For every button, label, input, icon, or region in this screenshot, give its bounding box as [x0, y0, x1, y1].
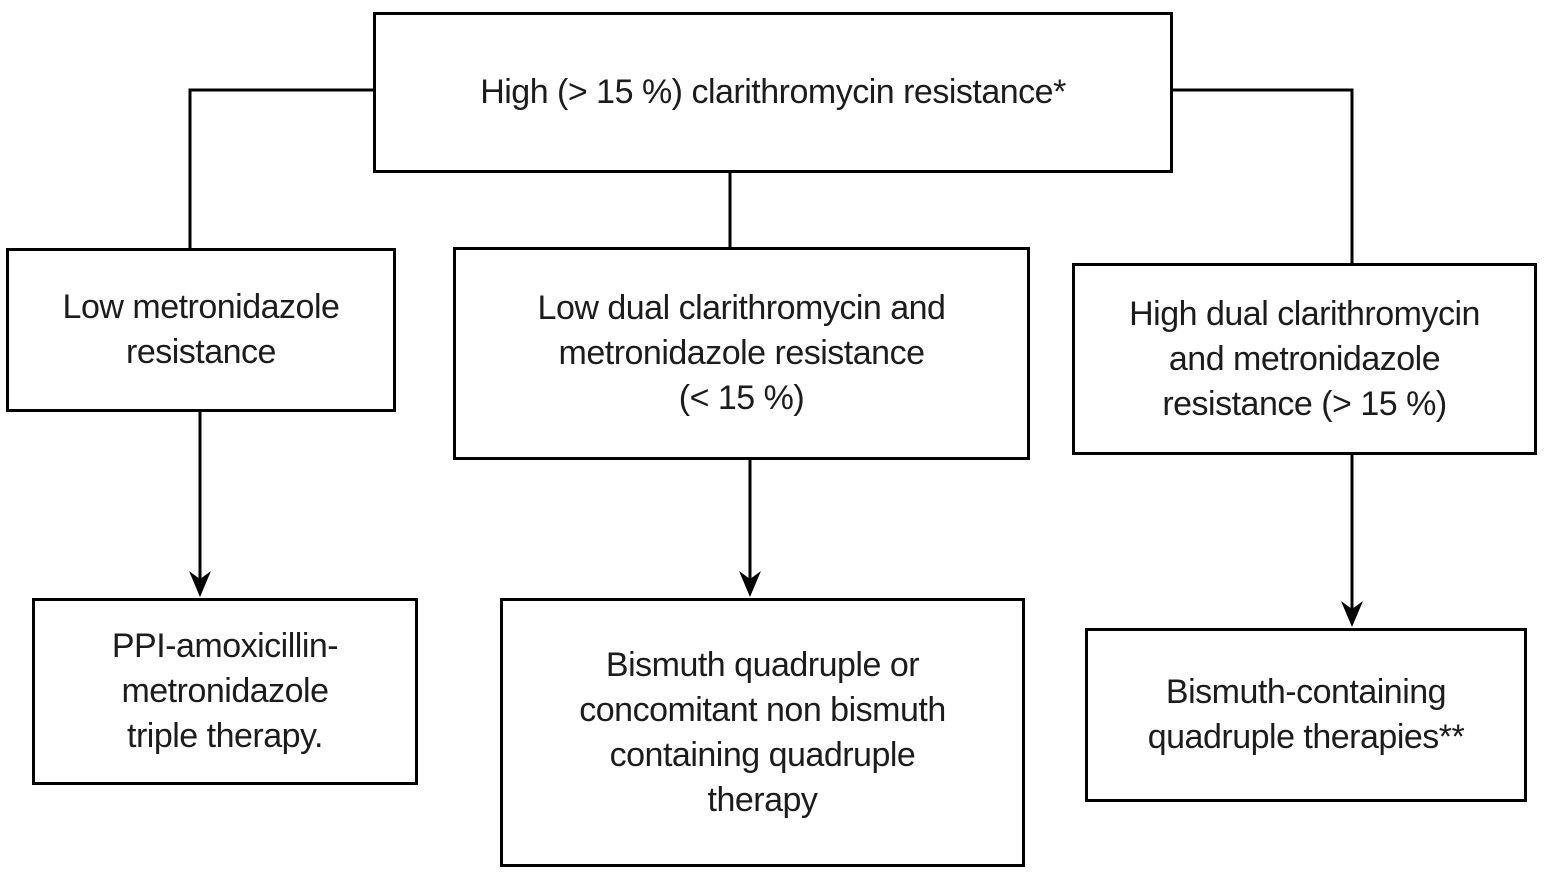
arrowhead-triple-therapy	[189, 571, 211, 597]
node-label: Bismuth-containing quadruple therapies**	[1147, 673, 1465, 756]
node-high-dual-resistance: High dual clarithromycin and metronidazo…	[1072, 263, 1537, 455]
node-bismuth-containing-quadruple-therapies: Bismuth-containing quadruple therapies**	[1085, 628, 1527, 802]
node-bismuth-or-concomitant-quadruple-therapy: Bismuth quadruple or concomitant non bis…	[500, 598, 1025, 867]
node-low-metronidazole-resistance: Low metronidazole resistance	[6, 248, 396, 412]
node-label: Low dual clarithromycin and metronidazol…	[537, 289, 946, 417]
edge-root-to-high-dual	[1173, 88, 1354, 263]
node-ppi-amoxicillin-metronidazole-triple-therapy: PPI-amoxicillin- metronidazole triple th…	[32, 598, 418, 785]
arrowhead-bismuth-quadruple	[1341, 601, 1363, 627]
node-label: High (> 15 %) clarithromycin resistance*	[480, 73, 1066, 111]
node-label: High dual clarithromycin and metronidazo…	[1129, 294, 1480, 423]
arrowhead-quadruple-therapy	[739, 571, 761, 597]
node-label: Bismuth quadruple or concomitant non bis…	[579, 645, 946, 819]
node-high-clarithromycin-resistance: High (> 15 %) clarithromycin resistance*	[373, 12, 1173, 173]
edge-root-to-low-metronidazole	[188, 88, 373, 248]
node-low-dual-resistance: Low dual clarithromycin and metronidazol…	[453, 247, 1030, 460]
node-label: Low metronidazole resistance	[62, 288, 340, 371]
node-label: PPI-amoxicillin- metronidazole triple th…	[111, 627, 339, 755]
